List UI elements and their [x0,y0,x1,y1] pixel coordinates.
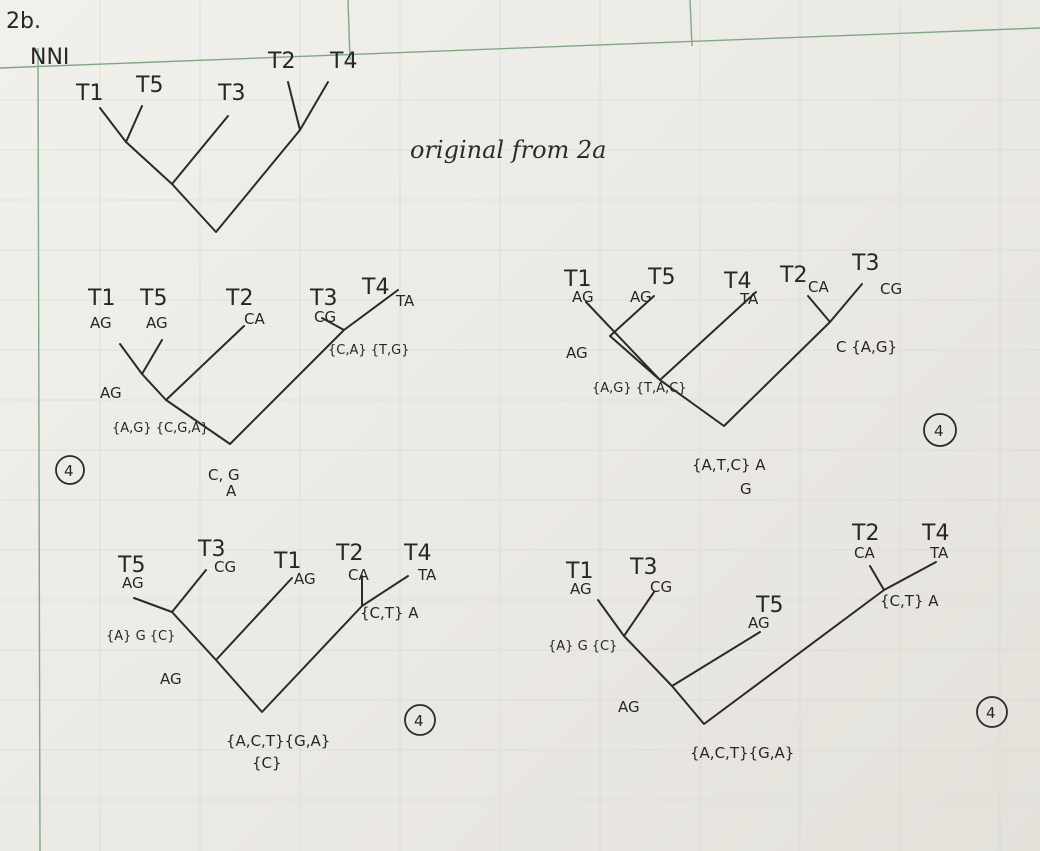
tree-d-set-3: AG [618,698,640,716]
tree-a-state-1: AG [90,314,112,332]
tree-c-root-2: {C} [252,754,282,772]
tree-a-state-2: AG [146,314,168,332]
tree-b-score: 4 [934,422,944,440]
problem-label: 2b. [6,9,41,34]
tree-c-state-2: CG [214,558,236,576]
tree-a-leaf-4: T3 [309,286,337,311]
original-branches [99,81,329,233]
tree-c-leaf-3: T1 [273,549,301,574]
tree-d-leaf-2: T3 [629,555,657,580]
tree-d: T1 T3 T5 T2 T4 AG CG AG CA TA {A} G {C} … [548,521,1008,762]
tree-b-leaf-3: T4 [723,269,751,294]
tree-a-score: 4 [64,462,74,480]
tree-c-leaf-5: T4 [403,541,431,566]
tree-b-set-2: {A,G} {T,A,C} [592,381,687,396]
tree-d-state-3: AG [748,614,770,632]
tree-c-score-circle [404,704,436,736]
tree-a-state-3: CA [244,310,265,328]
tree-d-branches [597,561,937,725]
tree-c-branches [133,569,409,713]
tree-d-set-1: {A} G {C} [548,639,617,654]
tree-d-leaf-1: T1 [565,559,593,584]
tree-c-state-4: CA [348,566,369,584]
tree-d-state-2: CG [650,578,672,596]
tree-c-state-5: TA [417,566,437,584]
tree-b-set-1: AG [566,344,588,362]
tree-b-leaf-5: T3 [851,251,879,276]
tree-a-leaf-5: T4 [361,275,389,300]
tree-c-set-3: AG [160,670,182,688]
tree-c-state-3: AG [294,570,316,588]
tree-d-state-1: AG [570,580,592,598]
tree-d-set-2: {C,T} A [880,592,939,610]
tree-d-leaf-3: T5 [755,593,783,618]
tree-b: T1 T5 T4 T2 T3 AG AG TA CA CG AG {A,G} {… [563,251,957,498]
tree-d-state-5: TA [929,544,949,562]
tree-c-set-1: {A} G {C} [106,629,175,644]
tree-d-state-4: CA [854,544,875,562]
original-leaf-3: T3 [217,81,245,106]
tree-a-set-1: AG [100,384,122,402]
tree-a-set-3: {A,G} {C,G,A} [112,421,209,436]
tree-a-set-2: {C,A} {T,G} [328,343,409,358]
tree-d-score-circle [976,696,1008,728]
tree-b-root-2: G [740,480,752,498]
tree-a-leaf-2: T5 [139,286,167,311]
tree-c: T5 T3 T1 T2 T4 AG CG AG CA TA {A} G {C} … [106,537,437,772]
tree-a-state-4: CG [314,308,336,326]
tree-b-leaf-1: T1 [563,267,591,292]
tree-a: T1 T5 T2 T3 T4 AG AG CA CG TA AG {C,A} {… [55,275,415,500]
tree-a-root-2: A [226,482,237,500]
tree-b-state-4: CA [808,278,829,296]
tree-b-root-1: {A,T,C} A [692,456,766,474]
original-leaf-2: T5 [135,73,163,98]
original-tree: T1 T5 T3 T2 T4 original from 2a [75,49,606,233]
original-leaf-4: T2 [267,49,295,74]
tree-b-score-circle [923,413,957,447]
tree-b-branches [585,283,863,427]
tree-b-state-1: AG [572,288,594,306]
tree-a-leaf-3: T2 [225,286,253,311]
original-leaf-5: T4 [329,49,357,74]
tree-c-set-2: {C,T} A [360,604,419,622]
tree-a-root-1: C, G [208,466,240,484]
tree-c-leaf-4: T2 [335,541,363,566]
tree-c-root-1: {A,C,T}{G,A} [226,732,330,750]
original-leaf-1: T1 [75,81,103,106]
original-note: original from 2a [410,136,606,164]
tree-a-state-5: TA [395,292,415,310]
tree-c-score: 4 [414,712,424,730]
tree-b-leaf-2: T5 [647,265,675,290]
method-label: NNI [30,45,69,70]
tree-c-leaf-2: T3 [197,537,225,562]
tree-b-set-3: C {A,G} [836,338,897,356]
tree-a-branches [119,289,399,445]
tree-b-state-2: AG [630,288,652,306]
tree-d-leaf-4: T2 [851,521,879,546]
tree-b-state-5: CG [880,280,902,298]
tree-c-state-1: AG [122,574,144,592]
tree-a-leaf-1: T1 [87,286,115,311]
tree-b-leaf-4: T2 [779,263,807,288]
tree-a-score-circle [55,455,85,485]
tree-d-leaf-5: T4 [921,521,949,546]
tree-d-root-1: {A,C,T}{G,A} [690,744,794,762]
tree-d-score: 4 [986,704,996,722]
tree-c-leaf-1: T5 [117,553,145,578]
